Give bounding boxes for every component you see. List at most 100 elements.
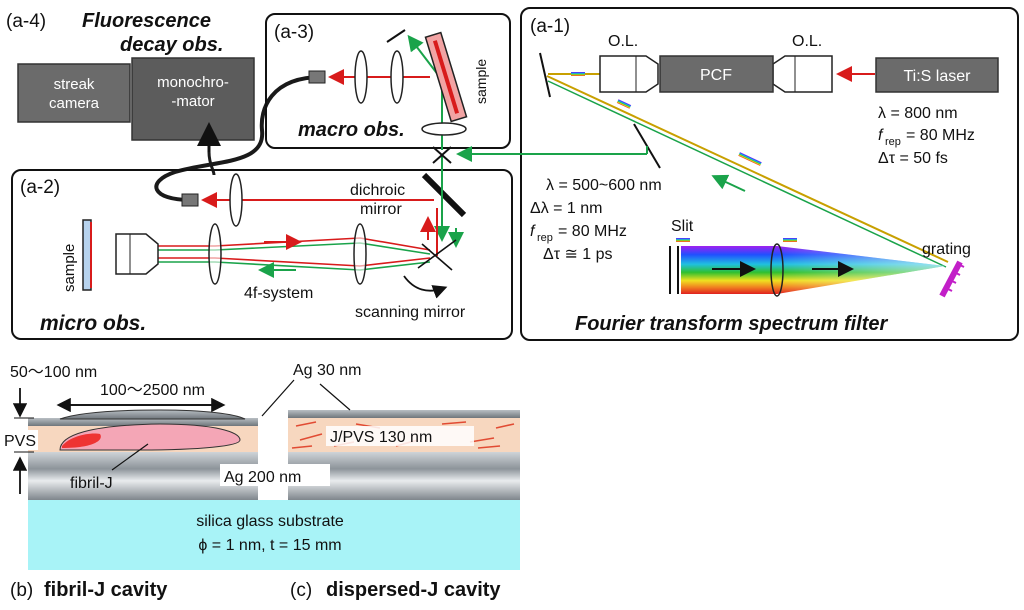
objective-left-label: O.L. xyxy=(608,33,638,50)
diffraction-grating xyxy=(939,260,965,298)
optical-fiber-macro xyxy=(154,75,323,202)
cavity-b-id: (b) xyxy=(10,580,33,601)
param-frep-value: = 80 MHz xyxy=(906,127,975,144)
4f-beam-red-bottom xyxy=(158,257,431,267)
panel-a4-title-line2: decay obs. xyxy=(120,34,223,56)
panel-a3-id: (a-3) xyxy=(274,22,314,43)
filtered-wavelength: λ = 500~600 nm xyxy=(546,177,662,194)
scanning-mirror-label: scanning mirror xyxy=(355,304,466,321)
ag-200-label: Ag 200 nm xyxy=(224,469,301,486)
scanning-rotation-arrow xyxy=(403,275,448,299)
cavity-c-id: (c) xyxy=(290,580,312,601)
macro-sample-label: sample xyxy=(473,59,489,104)
objective-right-label: O.L. xyxy=(792,33,822,50)
slit-label: Slit xyxy=(671,218,694,235)
macro-lens-1 xyxy=(354,50,368,104)
cavity-c xyxy=(288,410,520,500)
param-wavelength: λ = 800 nm xyxy=(878,105,958,122)
substrate-label-2: ϕ = 1 nm, t = 15 mm xyxy=(198,537,341,554)
fibril-leader xyxy=(111,443,149,471)
jpvs-label: J/PVS 130 nm xyxy=(330,429,432,446)
panel-a3-frame xyxy=(265,13,511,149)
ag-bump xyxy=(59,409,246,420)
monochromator-box xyxy=(131,57,255,141)
substrate-label-1: silica glass substrate xyxy=(196,513,344,530)
pulse-icon-3 xyxy=(738,152,762,166)
param-pulse-width: Δτ = 50 fs xyxy=(878,150,948,167)
beam-block xyxy=(386,29,406,43)
ag-30-layer-b xyxy=(28,418,258,426)
filtered-frep-value: = 80 MHz xyxy=(558,223,627,240)
silica-substrate xyxy=(28,500,520,570)
panel-a4-id: (a-4) xyxy=(6,11,46,32)
macro-sample xyxy=(424,31,468,123)
4f-lens-2 xyxy=(353,223,367,285)
panel-a1-id: (a-1) xyxy=(530,16,570,37)
cavity-labels: 50～100 nm 100～2500 nm Ag 30 nm PVS J/PVS… xyxy=(2,362,501,601)
param-frep-subscript: rep xyxy=(885,136,901,148)
laser-params: λ = 800 nm f rep = 80 MHz Δτ = 50 fs xyxy=(878,105,975,167)
ag-200-layer-b xyxy=(28,452,258,500)
beam-cross-mark-2 xyxy=(432,146,452,164)
param-frep-symbol: f xyxy=(878,127,884,144)
streak-camera-label-2: camera xyxy=(49,95,100,112)
fiber-coupler-micro xyxy=(181,193,199,207)
width-label: 100～2500 nm xyxy=(100,382,205,399)
monochromator-label-1: monochro- xyxy=(157,74,229,91)
micro-collection-lens xyxy=(229,173,243,227)
panel-a2-frame xyxy=(11,169,513,340)
panel-a1-caption: Fourier transform spectrum filter xyxy=(575,313,889,335)
scanning-mirror-1 xyxy=(417,239,457,269)
fibril-j-aggregate xyxy=(59,423,241,451)
4f-beam-green-top xyxy=(158,242,431,255)
4f-beam-green-bottom xyxy=(158,261,431,271)
thickness-label: 50～100 nm xyxy=(10,364,97,381)
pulse-icon-5 xyxy=(783,238,797,242)
panel-a2: (a-2) dichroic mirror 4f-system scanning… xyxy=(11,146,513,340)
pcf-label: PCF xyxy=(700,67,732,84)
optical-fiber-micro xyxy=(207,151,216,176)
dichroic-mirror xyxy=(421,172,467,218)
filtered-bandwidth: Δλ = 1 nm xyxy=(530,200,603,217)
filter-lens xyxy=(770,243,784,297)
filtered-frep-subscript: rep xyxy=(537,232,553,244)
fiber-coupler-macro xyxy=(308,70,326,84)
micro-objective-lens xyxy=(115,233,159,275)
filtered-frep-symbol: f xyxy=(530,223,536,240)
fibril-j-dots xyxy=(62,433,101,448)
pulse-icon-1 xyxy=(571,72,585,76)
ag-30-leader-c xyxy=(319,383,351,411)
ti-s-laser-box xyxy=(875,57,999,93)
grating-label: grating xyxy=(922,241,971,258)
objective-lens-right xyxy=(772,55,833,93)
scanning-mirror-2 xyxy=(421,243,453,271)
macro-lens-2 xyxy=(390,50,404,104)
4f-lens-1 xyxy=(208,223,222,285)
objective-lens-left xyxy=(599,55,659,93)
streak-camera-label-1: streak xyxy=(54,76,95,93)
panel-a2-caption: micro obs. xyxy=(40,312,146,335)
cavity-c-name: dispersed-J cavity xyxy=(326,579,501,601)
dichroic-label-1: dichroic xyxy=(350,182,405,199)
pcf-box xyxy=(659,55,774,93)
macro-focus-lens xyxy=(421,122,467,136)
streak-camera-box xyxy=(17,63,131,123)
panel-a1: (a-1) O.L. O.L. Ti:S laser PCF λ = 800 n… xyxy=(456,7,1019,341)
diagonal-beam-out xyxy=(546,75,949,263)
panel-a4-title-line1: Fluorescence xyxy=(82,10,211,32)
panel-a1-frame xyxy=(520,7,1019,341)
dichroic-label-2: mirror xyxy=(360,201,402,218)
ti-s-laser-label: Ti:S laser xyxy=(904,68,972,85)
monochromator-label-2: -mator xyxy=(171,93,214,110)
filtered-params: λ = 500~600 nm Δλ = 1 nm f rep = 80 MHz … xyxy=(530,177,662,263)
ag-30-layer-c xyxy=(288,410,520,418)
ag-30-label: Ag 30 nm xyxy=(293,362,361,379)
micro-sample-label: sample xyxy=(61,244,78,292)
pulse-icon-2 xyxy=(616,99,632,109)
ag-30-leader-b xyxy=(261,379,295,417)
pvs-label: PVS xyxy=(4,433,36,450)
4f-system-label: 4f-system xyxy=(244,285,313,302)
fibril-j-label: fibril-J xyxy=(70,475,113,492)
diagonal-beam-return xyxy=(547,80,947,268)
